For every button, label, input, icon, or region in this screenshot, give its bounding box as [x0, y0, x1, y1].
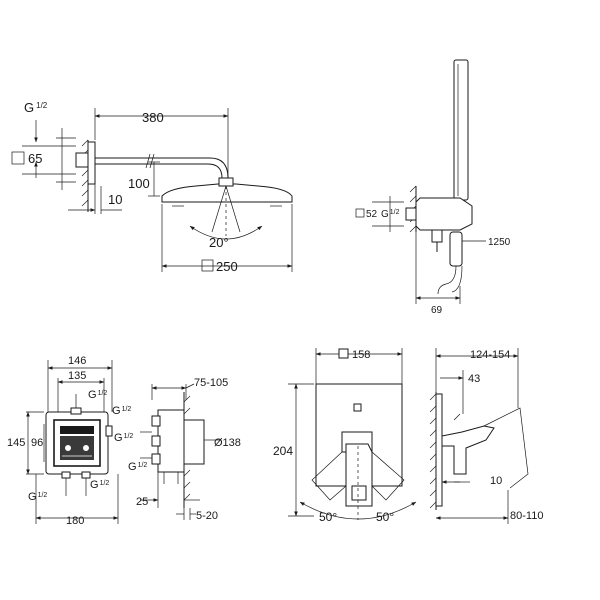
box-valve-b: [83, 445, 89, 451]
height-204-label: 204: [273, 444, 293, 458]
width-135-label: 135: [68, 370, 86, 382]
side-thread-bottom: G1/2: [128, 461, 147, 473]
box-side-port-top: [151, 415, 161, 427]
range-75-105-label: 75-105: [194, 377, 228, 389]
wall-hatch-3: [183, 395, 191, 501]
head-joint: [218, 177, 234, 187]
bracket-size-label: 52: [366, 209, 378, 220]
box-thread-bottom-1: G1/2: [28, 491, 47, 503]
range-124-154-label: 124-154: [470, 349, 510, 361]
wall-hatch-4: [429, 393, 437, 509]
box-inner-frame: [53, 419, 101, 467]
hose-connector: [449, 231, 463, 267]
depth-25-label: 25: [136, 496, 148, 508]
box-side-port-mid: [151, 435, 161, 447]
tilt-angle-label: 20°: [209, 235, 229, 250]
width-146-label: 146: [68, 355, 86, 367]
box-thread-right: G1/2: [112, 405, 131, 417]
box-front-view: 146 135 G1/2 G1/2 145 96 G: [7, 355, 131, 527]
box-right-port: [105, 425, 113, 437]
box-bottom-port-2: [81, 471, 91, 479]
wall-hatch: [81, 139, 89, 212]
range-5-20-label: 5-20: [196, 510, 218, 522]
trim-front-view: 158 50° 50° 204: [273, 348, 417, 524]
box-thread-bottom-2: G1/2: [90, 479, 109, 491]
arm-length-label: 380: [142, 110, 164, 125]
hose-nut: [431, 229, 443, 243]
hand-shower-view: 1250 52 G1/2 69: [355, 59, 511, 316]
square-symbol-158: [338, 348, 349, 359]
box-top-port: [70, 407, 82, 415]
shower-arm: [95, 157, 229, 182]
arm-connector: [75, 152, 89, 168]
depth-43-label: 43: [468, 373, 480, 385]
shower-head: [161, 183, 293, 203]
box-thread-top: G1/2: [88, 389, 107, 401]
depth-10-label: 10: [490, 475, 502, 487]
height-145-label: 145: [7, 437, 25, 449]
box-side-body: [157, 409, 185, 473]
flange-size-label: 65: [28, 151, 42, 166]
left-angle-label: 50°: [319, 510, 337, 524]
depth-label: 69: [431, 305, 443, 316]
square-symbol: [11, 151, 25, 165]
box-side-port-bot: [151, 453, 161, 465]
height-96-label: 96: [31, 437, 43, 449]
drop-label: 100: [128, 176, 150, 191]
trim-side-lever: [441, 425, 495, 475]
hand-thread-label: G1/2: [381, 209, 400, 220]
trim-side-plate: [435, 393, 443, 507]
wall-flange: [87, 141, 96, 185]
box-side-view: 75-105 Ø138 G1/2 G1/2: [114, 377, 241, 522]
hose-length-label: 1250: [488, 237, 511, 248]
box-logo-band: [60, 426, 94, 434]
box-side-cartridge: [183, 419, 205, 465]
diameter-138-label: Ø138: [214, 437, 241, 449]
square-symbol-head: [201, 259, 214, 272]
side-thread-top: G1/2: [114, 432, 133, 444]
plate-size-label: 158: [352, 349, 370, 361]
trim-indicator: [353, 403, 362, 412]
offset-label: 10: [108, 192, 122, 207]
square-symbol-52: [355, 208, 365, 218]
range-80-110-label: 80-110: [510, 510, 543, 522]
right-angle-label: 50°: [376, 510, 394, 524]
head-size-label: 250: [216, 259, 238, 274]
hand-shower-handle: [453, 59, 469, 201]
wall-bracket: [415, 197, 473, 231]
outlet-elbow: [405, 207, 417, 221]
box-bottom-port-1: [61, 471, 71, 479]
trim-side-view: 124-154 43 10 80-110: [429, 348, 543, 524]
trim-lever-tip: [351, 485, 367, 501]
width-180-label: 180: [66, 515, 84, 527]
box-valve-a: [65, 445, 71, 451]
hose: [437, 265, 463, 295]
